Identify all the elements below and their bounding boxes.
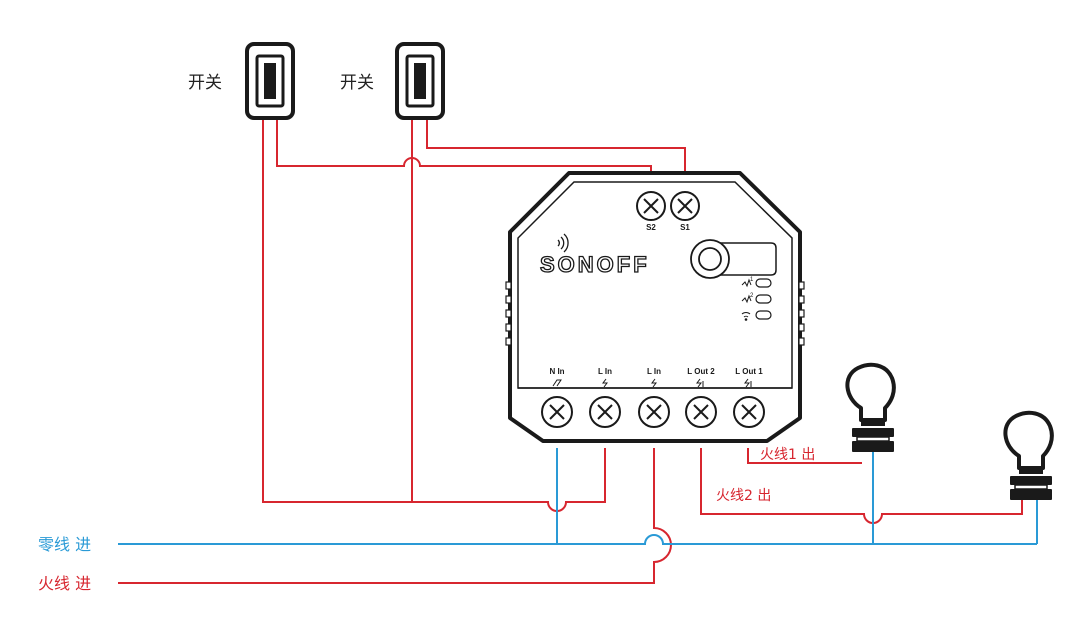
switch2-to-s1-wire bbox=[426, 118, 686, 176]
terminal-s2-label: S2 bbox=[646, 223, 656, 232]
led-1 bbox=[755, 278, 772, 288]
switch-1-label: 开关 bbox=[188, 73, 222, 93]
brand-logo: SONOFF bbox=[540, 252, 650, 277]
l-in-bus-wire bbox=[412, 448, 606, 512]
relay1-wave-icon bbox=[741, 278, 752, 288]
sonoff-module: SONOFF 1 2 bbox=[505, 171, 805, 443]
terminal-l-out2 bbox=[685, 396, 717, 428]
live-out-1-label: 火线1 出 bbox=[760, 447, 815, 463]
led-wifi bbox=[755, 310, 772, 320]
terminal-l-in-b bbox=[638, 396, 670, 428]
terminal-s1: S1 bbox=[670, 191, 700, 232]
neutral-in-wire bbox=[118, 534, 1037, 545]
relay2-wave-icon bbox=[741, 294, 752, 304]
wall-switch-1-icon bbox=[245, 42, 295, 120]
terminal-l-in-a-label: L In bbox=[598, 367, 612, 376]
led-2-index: 2 bbox=[750, 293, 754, 299]
live-out-2-label: 火线2 出 bbox=[716, 488, 771, 504]
neutral-wires bbox=[118, 448, 1038, 545]
switch-2-label: 开关 bbox=[340, 73, 374, 93]
terminal-symbol-icons bbox=[552, 378, 752, 388]
terminal-s1-label: S1 bbox=[680, 223, 690, 232]
terminal-s2: S2 bbox=[636, 191, 666, 232]
brand-signal-icon bbox=[557, 233, 569, 253]
wifi-icon bbox=[741, 312, 751, 321]
led-2 bbox=[755, 294, 772, 304]
light-bulb-2-icon bbox=[1003, 410, 1054, 500]
neutral-in-label: 零线 进 bbox=[38, 535, 91, 554]
terminal-n-in bbox=[541, 396, 573, 428]
wall-switch-2-icon bbox=[395, 42, 445, 120]
pairing-button bbox=[690, 239, 777, 279]
terminal-l-in-a bbox=[589, 396, 621, 428]
live-in-label: 火线 进 bbox=[38, 574, 91, 593]
switch1-common-wire bbox=[262, 118, 412, 503]
led-indicators: 1 2 bbox=[741, 277, 772, 321]
light-bulb-1-icon bbox=[845, 362, 896, 452]
l-out1-wire bbox=[747, 448, 862, 464]
terminal-l-out2-label: L Out 2 bbox=[687, 367, 715, 376]
led-1-index: 1 bbox=[750, 277, 754, 283]
terminal-l-in-b-label: L In bbox=[647, 367, 661, 376]
terminal-n-in-label: N In bbox=[549, 367, 564, 376]
terminal-l-out1-label: L Out 1 bbox=[735, 367, 763, 376]
live-in-wire bbox=[118, 448, 672, 584]
l-out2-wire bbox=[700, 448, 1023, 524]
live-wires bbox=[118, 118, 1023, 584]
terminal-l-out1 bbox=[733, 396, 765, 428]
